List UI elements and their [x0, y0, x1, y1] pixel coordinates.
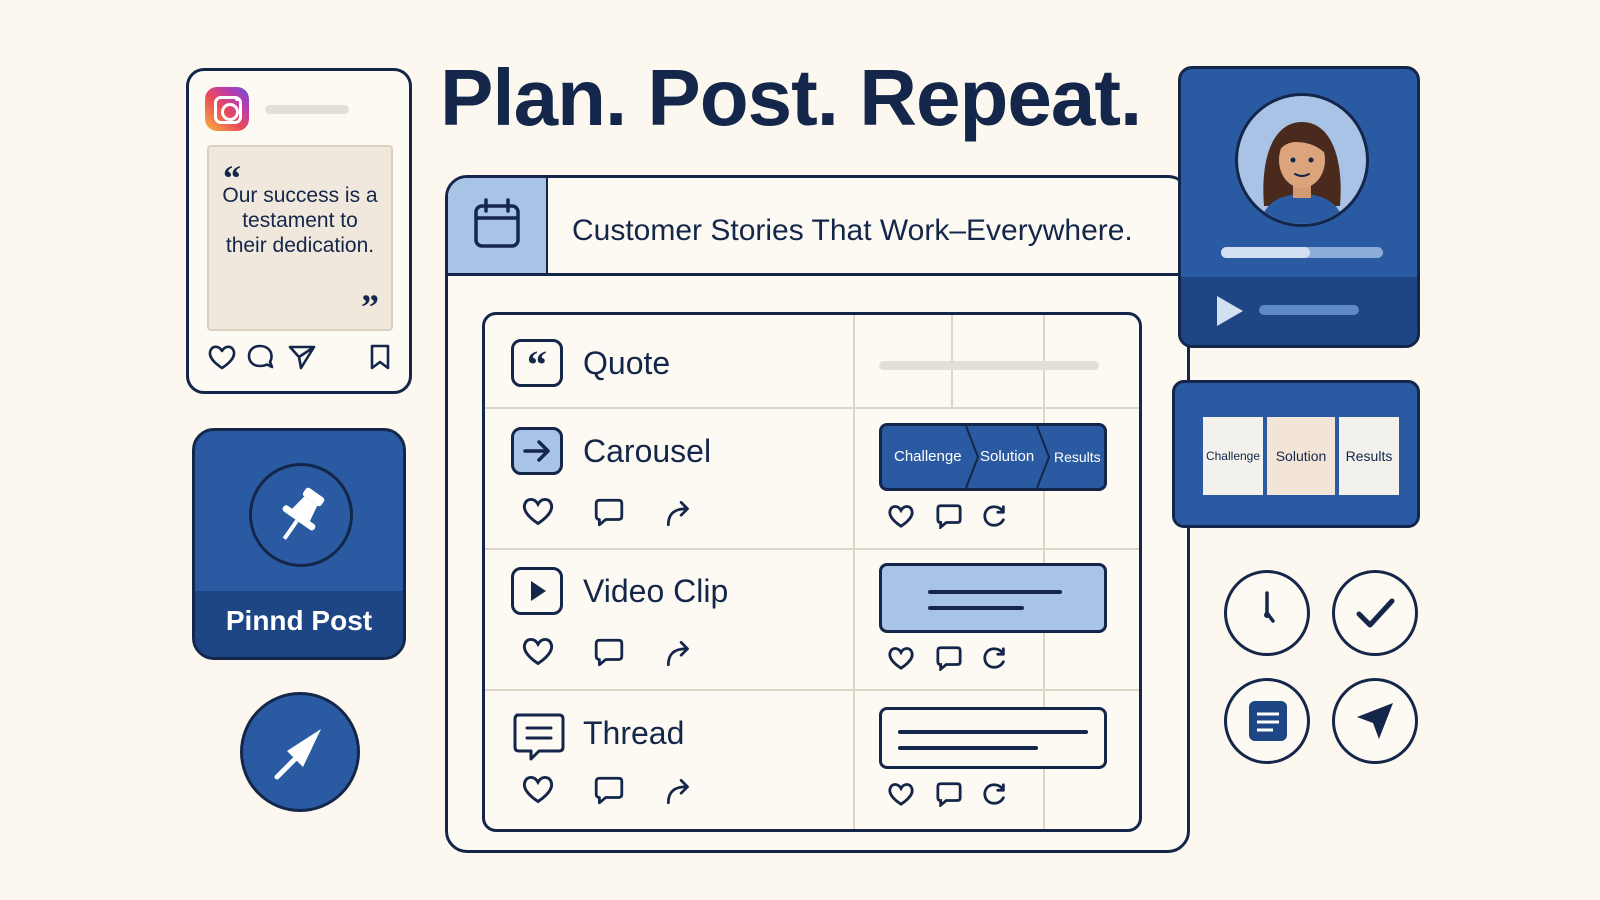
- calendar-icon: [474, 198, 520, 248]
- pinned-post-card[interactable]: Pinnd Post: [192, 428, 406, 660]
- video-controls: [1181, 277, 1417, 345]
- username-placeholder: [265, 105, 349, 114]
- heart-icon[interactable]: [521, 495, 555, 532]
- video-preview: [879, 563, 1107, 633]
- heart-icon[interactable]: [887, 645, 915, 676]
- thread-icon: [511, 711, 565, 761]
- carousel-step: Challenge: [894, 448, 962, 465]
- panel-header: Customer Stories That Work–Everywhere.: [448, 178, 1187, 276]
- send-icon[interactable]: [287, 343, 317, 376]
- repost-icon[interactable]: [981, 645, 1009, 676]
- share-icon[interactable]: [663, 497, 695, 532]
- instagram-icon: [205, 87, 249, 131]
- quote-card: “ Our success is a testament to their de…: [207, 145, 393, 331]
- heart-icon[interactable]: [887, 503, 915, 534]
- carousel-preview: Challenge Solution Results: [879, 423, 1107, 491]
- row-label-carousel: Carousel: [583, 433, 712, 469]
- share-icon[interactable]: [663, 637, 695, 672]
- clock-icon: [1264, 591, 1275, 623]
- quote-text: Our success is a testament to their dedi…: [222, 184, 378, 257]
- post-actions: [207, 343, 393, 373]
- play-icon: [511, 567, 563, 615]
- close-quote-mark: ”: [361, 287, 379, 327]
- instagram-post-card[interactable]: “ Our success is a testament to their de…: [186, 68, 412, 394]
- comment-icon[interactable]: [245, 343, 275, 376]
- step-challenge: Challenge: [1203, 417, 1263, 495]
- comment-icon[interactable]: [935, 503, 963, 534]
- svg-text:“: “: [527, 342, 547, 384]
- heart-icon[interactable]: [521, 635, 555, 672]
- comment-icon[interactable]: [935, 645, 963, 676]
- bookmark-icon[interactable]: [367, 343, 393, 376]
- play-icon[interactable]: [1209, 291, 1249, 331]
- thread-preview: [879, 707, 1107, 769]
- comment-icon[interactable]: [593, 775, 625, 810]
- quote-preview-placeholder: [879, 361, 1099, 370]
- rocket-icon: [274, 729, 321, 780]
- share-icon[interactable]: [663, 775, 695, 810]
- launch-button[interactable]: [240, 692, 360, 812]
- comment-icon[interactable]: [935, 781, 963, 812]
- carousel-step: Results: [1054, 449, 1101, 465]
- publish-button[interactable]: [1332, 678, 1418, 764]
- row-label-video-clip: Video Clip: [583, 573, 729, 609]
- headline: Plan. Post. Repeat.: [440, 53, 1142, 142]
- carousel-step: Solution: [980, 448, 1035, 465]
- pinned-post-label: Pinnd Post: [195, 591, 403, 657]
- row-label-thread: Thread: [583, 715, 685, 751]
- video-card[interactable]: [1178, 66, 1420, 348]
- story-steps-card[interactable]: Challenge Solution Results: [1172, 380, 1420, 528]
- send-arrow-icon: [1357, 703, 1393, 739]
- video-progress-fill: [1221, 247, 1311, 258]
- notes-button[interactable]: [1224, 678, 1310, 764]
- comment-icon[interactable]: [593, 497, 625, 532]
- avatar: [1235, 93, 1369, 227]
- post-format-grid: “ Quote Carousel Challenge Solution Resu…: [482, 312, 1142, 832]
- step-results: Results: [1339, 417, 1399, 495]
- comment-icon[interactable]: [593, 637, 625, 672]
- check-icon: [1356, 598, 1395, 628]
- calendar-tab[interactable]: [448, 178, 548, 273]
- step-solution: Solution: [1267, 417, 1335, 495]
- panel-title: Customer Stories That Work–Everywhere.: [572, 214, 1133, 247]
- arrow-right-icon: [511, 427, 563, 475]
- open-quote-mark: “: [223, 158, 241, 198]
- heart-icon[interactable]: [207, 343, 237, 376]
- repost-icon[interactable]: [981, 781, 1009, 812]
- row-label-quote: Quote: [583, 345, 671, 381]
- quote-icon: “: [511, 339, 563, 387]
- approve-button[interactable]: [1332, 570, 1418, 656]
- schedule-button[interactable]: [1224, 570, 1310, 656]
- content-planner-panel: Customer Stories That Work–Everywhere. “…: [445, 175, 1190, 853]
- heart-icon[interactable]: [521, 773, 555, 810]
- document-icon: [1249, 701, 1287, 741]
- video-progress-bar[interactable]: [1221, 247, 1383, 258]
- repost-icon[interactable]: [981, 503, 1009, 534]
- heart-icon[interactable]: [887, 781, 915, 812]
- pin-icon: [249, 463, 353, 567]
- video-scrubber[interactable]: [1259, 305, 1359, 315]
